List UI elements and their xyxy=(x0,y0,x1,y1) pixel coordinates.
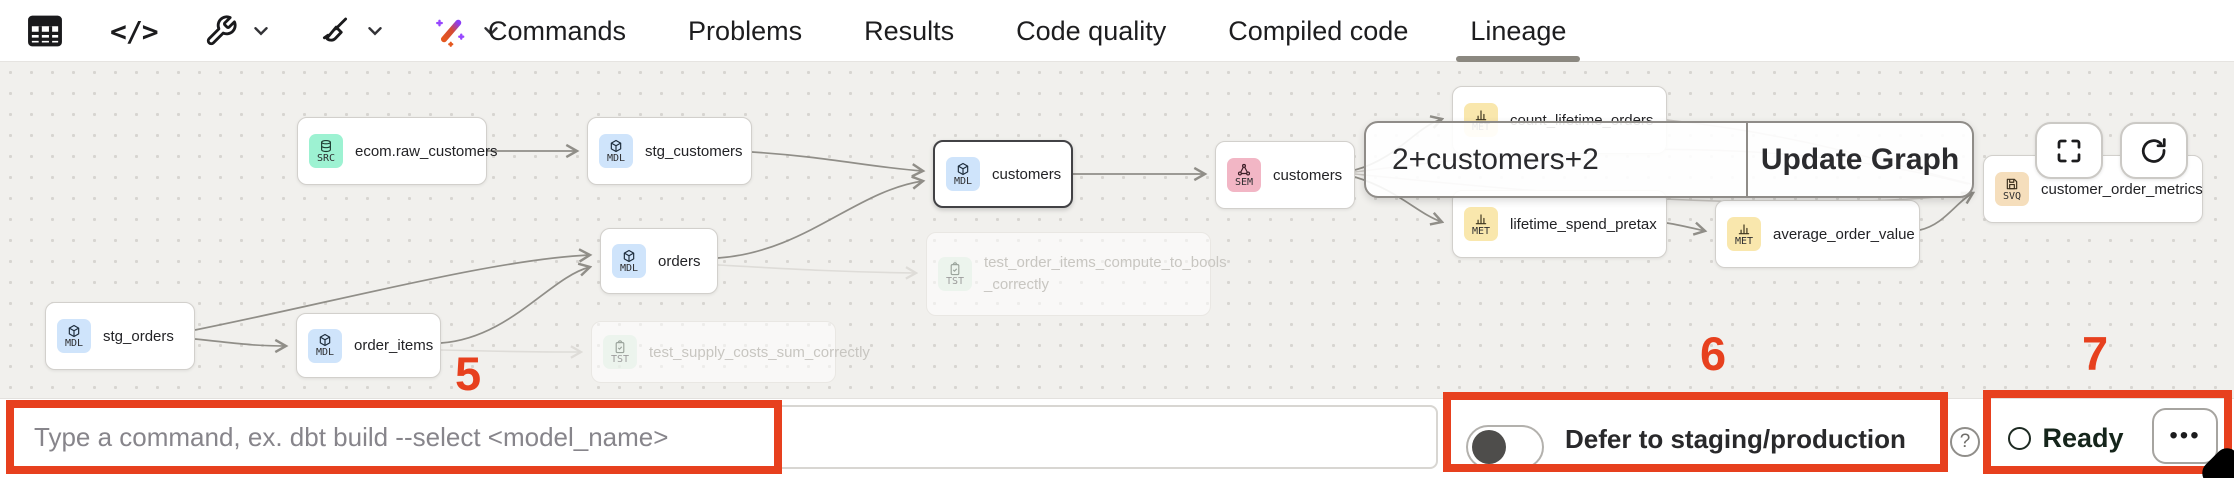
code-icon[interactable]: </> xyxy=(110,14,159,48)
metric-badge: MET xyxy=(1727,217,1761,251)
node-stg-orders[interactable]: MDL stg_orders xyxy=(45,302,195,370)
wrench-icon[interactable] xyxy=(204,14,238,48)
selection-toolbar: 2+customers+2 Update Graph xyxy=(1364,121,1974,198)
node-ecom-raw-customers[interactable]: SRC ecom.raw_customers xyxy=(297,117,498,185)
cube-icon xyxy=(319,333,331,347)
node-lifetime-spend-pretax[interactable]: MET lifetime_spend_pretax xyxy=(1452,190,1667,258)
update-graph-button[interactable]: Update Graph xyxy=(1760,142,1960,176)
tab-commands[interactable]: Commands xyxy=(488,16,627,46)
node-order-items[interactable]: MDL order_items xyxy=(296,313,441,378)
toolbar-icon-group: </> xyxy=(26,0,502,62)
tab-lineage[interactable]: Lineage xyxy=(1456,0,1581,62)
floppy-disk-icon xyxy=(2006,178,2018,189)
lineage-canvas[interactable]: SRC ecom.raw_customers MDL stg_customers… xyxy=(0,62,2234,398)
defer-toggle[interactable] xyxy=(1466,425,1544,469)
help-icon[interactable]: ? xyxy=(1950,427,1980,457)
selector-query[interactable]: 2+customers+2 xyxy=(1392,142,1599,176)
status-badge[interactable]: Ready xyxy=(1996,415,2136,461)
toggle-knob xyxy=(1472,430,1506,464)
model-badge: MDL xyxy=(599,134,633,168)
broom-icon[interactable] xyxy=(318,14,352,48)
model-badge: MDL xyxy=(57,319,91,353)
node-test-supply-costs[interactable]: TST test_supply_costs_sum_correctly xyxy=(591,321,870,383)
table-preview-icon[interactable] xyxy=(26,12,64,50)
refresh-icon xyxy=(2141,137,2166,163)
model-badge: MDL xyxy=(308,328,342,363)
saved-query-badge: SVQ xyxy=(1995,172,2029,206)
clipboard-check-icon xyxy=(950,261,960,275)
node-customers-semantic[interactable]: SEM customers xyxy=(1215,141,1355,209)
cube-icon xyxy=(957,162,969,175)
refresh-button[interactable] xyxy=(2120,122,2188,179)
top-toolbar: </> xyxy=(0,0,2234,62)
node-customers-model[interactable]: MDL customers xyxy=(933,140,1073,208)
bar-chart-icon xyxy=(1738,223,1750,234)
cube-icon xyxy=(623,249,635,262)
test-badge: TST xyxy=(603,335,637,369)
test-badge: TST xyxy=(938,257,972,291)
broom-chevron-down-icon[interactable] xyxy=(364,20,386,42)
wand-chevron-down-icon[interactable] xyxy=(480,20,502,42)
semantic-badge: SEM xyxy=(1227,158,1261,192)
more-menu-button[interactable]: ••• xyxy=(2152,408,2218,464)
divider xyxy=(1745,123,1748,196)
bar-chart-icon xyxy=(1475,213,1487,224)
magic-wand-icon[interactable] xyxy=(432,13,468,49)
tab-compiled-code[interactable]: Compiled code xyxy=(1228,16,1409,46)
metric-badge: MET xyxy=(1464,207,1498,241)
command-bar: Defer to staging/production ? Ready ••• xyxy=(0,398,2234,478)
status-label: Ready xyxy=(2042,422,2124,453)
command-input[interactable] xyxy=(10,405,1438,469)
cube-icon xyxy=(68,324,80,337)
clipboard-check-icon xyxy=(615,339,625,353)
model-badge: MDL xyxy=(612,244,646,278)
fullscreen-button[interactable] xyxy=(2035,122,2103,179)
tab-results[interactable]: Results xyxy=(864,16,955,46)
fullscreen-icon xyxy=(2057,139,2081,162)
status-circle-icon xyxy=(2008,426,2032,450)
source-badge: SRC xyxy=(309,134,343,168)
defer-label: Defer to staging/production xyxy=(1565,423,1906,454)
panel-tabs: Commands Problems Results Code quality C… xyxy=(488,0,1581,62)
tab-problems[interactable]: Problems xyxy=(688,16,803,46)
node-average-order-value[interactable]: MET average_order_value xyxy=(1715,200,1920,268)
database-icon xyxy=(321,139,331,152)
bar-chart-icon xyxy=(1475,109,1487,120)
cube-icon xyxy=(610,139,622,152)
node-orders[interactable]: MDL orders xyxy=(600,228,718,294)
node-test-order-items[interactable]: TST test_order_items_compute_to_bools _c… xyxy=(926,232,1227,316)
wrench-chevron-down-icon[interactable] xyxy=(250,20,272,42)
tab-code-quality[interactable]: Code quality xyxy=(1016,16,1167,46)
network-icon xyxy=(1237,163,1251,175)
node-stg-customers[interactable]: MDL stg_customers xyxy=(587,117,752,185)
model-badge: MDL xyxy=(946,157,980,191)
